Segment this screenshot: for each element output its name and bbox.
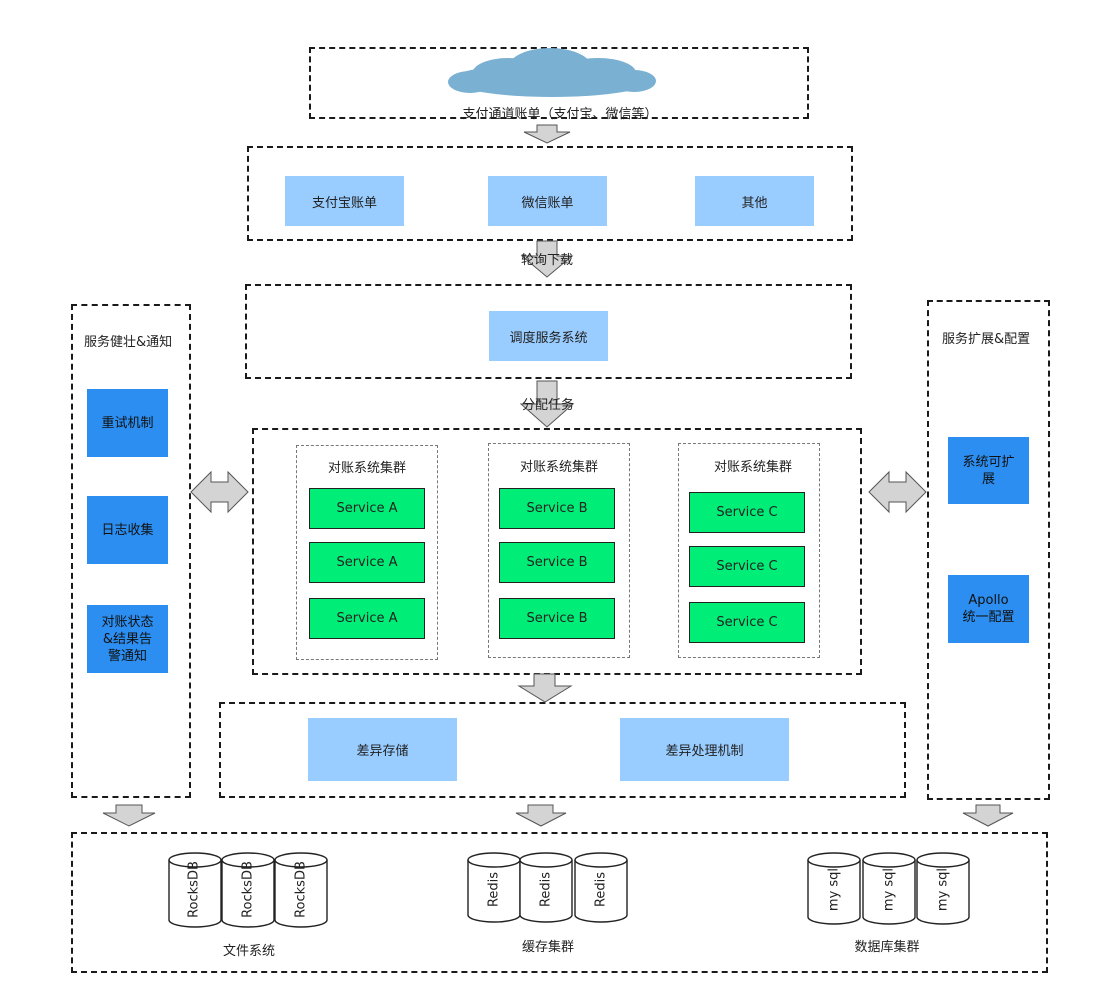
db-cluster-label: 数据库集群 bbox=[854, 940, 920, 955]
cluster-c-title: 对账系统集群 bbox=[713, 460, 792, 475]
bills-box bbox=[247, 146, 853, 241]
down-arrow-icon bbox=[517, 673, 573, 703]
down-arrow-icon bbox=[519, 380, 575, 428]
db-redis-3: Redis bbox=[593, 871, 609, 908]
service-b-2: Service B bbox=[499, 542, 615, 583]
service-b-3: Service B bbox=[499, 598, 615, 639]
log-collection: 日志收集 bbox=[87, 496, 168, 564]
other-bill: 其他 bbox=[695, 176, 814, 226]
database-cylinder-icon bbox=[574, 852, 628, 923]
scalability: 系统可扩 展 bbox=[948, 437, 1029, 504]
left-panel-title: 服务健壮&通知 bbox=[84, 335, 173, 350]
service-c-3: Service C bbox=[689, 602, 805, 643]
scheduler-system: 调度服务系统 bbox=[489, 311, 608, 361]
service-c-1: Service C bbox=[689, 492, 805, 533]
scheduler-box bbox=[245, 284, 852, 379]
db-mysql-2: my sql bbox=[881, 867, 897, 912]
left-panel bbox=[71, 304, 191, 798]
db-rocksdb-3: RocksDB bbox=[293, 861, 309, 918]
right-panel-title: 服务扩展&配置 bbox=[942, 332, 1031, 347]
right-panel bbox=[927, 300, 1050, 800]
db-rocksdb-2: RocksDB bbox=[240, 861, 256, 918]
diff-storage: 差异存储 bbox=[308, 718, 457, 781]
payment-channel-label: 支付通道账单（支付宝、微信等） bbox=[462, 107, 658, 122]
database-cylinder-icon bbox=[807, 852, 861, 925]
database-cylinder-icon bbox=[916, 852, 970, 925]
db-redis-1: Redis bbox=[486, 871, 502, 908]
database-cylinder-icon bbox=[862, 852, 916, 925]
double-arrow-icon bbox=[190, 470, 249, 514]
cluster-a-title: 对账系统集群 bbox=[327, 461, 406, 476]
database-cylinder-icon bbox=[221, 852, 275, 928]
service-a-3: Service A bbox=[309, 598, 425, 639]
down-arrow-icon bbox=[962, 804, 1014, 827]
poll-download-label: 轮询下载 bbox=[521, 253, 574, 268]
db-mysql-3: my sql bbox=[935, 867, 951, 912]
db-redis-2: Redis bbox=[538, 871, 554, 908]
cluster-a bbox=[296, 445, 438, 660]
cluster-b bbox=[488, 443, 630, 658]
alert-notify: 对账状态 &结果告 警通知 bbox=[87, 605, 168, 673]
assign-tasks-label: 分配任务 bbox=[522, 398, 575, 413]
retry-mechanism: 重试机制 bbox=[87, 389, 168, 457]
database-cylinder-icon bbox=[467, 852, 521, 923]
alipay-bill: 支付宝账单 bbox=[285, 176, 404, 226]
service-c-2: Service C bbox=[689, 546, 805, 587]
apollo-config: Apollo 统一配置 bbox=[948, 575, 1029, 643]
file-system-label: 文件系统 bbox=[222, 944, 275, 959]
service-b-1: Service B bbox=[499, 488, 615, 529]
cluster-c bbox=[678, 443, 820, 658]
service-a-2: Service A bbox=[309, 542, 425, 583]
cache-cluster-label: 缓存集群 bbox=[521, 940, 574, 955]
down-arrow-icon bbox=[520, 240, 574, 278]
db-rocksdb-1: RocksDB bbox=[186, 861, 202, 918]
service-a-1: Service A bbox=[309, 488, 425, 529]
diff-handling: 差异处理机制 bbox=[620, 718, 789, 781]
down-arrow-icon bbox=[515, 804, 567, 827]
down-arrow-icon bbox=[523, 124, 571, 144]
wechat-bill: 微信账单 bbox=[488, 176, 607, 226]
db-mysql-1: my sql bbox=[826, 867, 842, 912]
cluster-b-title: 对账系统集群 bbox=[519, 460, 598, 475]
storage-box bbox=[71, 832, 1048, 973]
database-cylinder-icon bbox=[274, 852, 328, 928]
cluster-box bbox=[252, 428, 862, 675]
database-cylinder-icon bbox=[519, 852, 573, 923]
down-arrow-icon bbox=[102, 804, 156, 827]
diff-box bbox=[219, 702, 906, 798]
database-cylinder-icon bbox=[168, 852, 222, 928]
double-arrow-icon bbox=[868, 470, 927, 514]
